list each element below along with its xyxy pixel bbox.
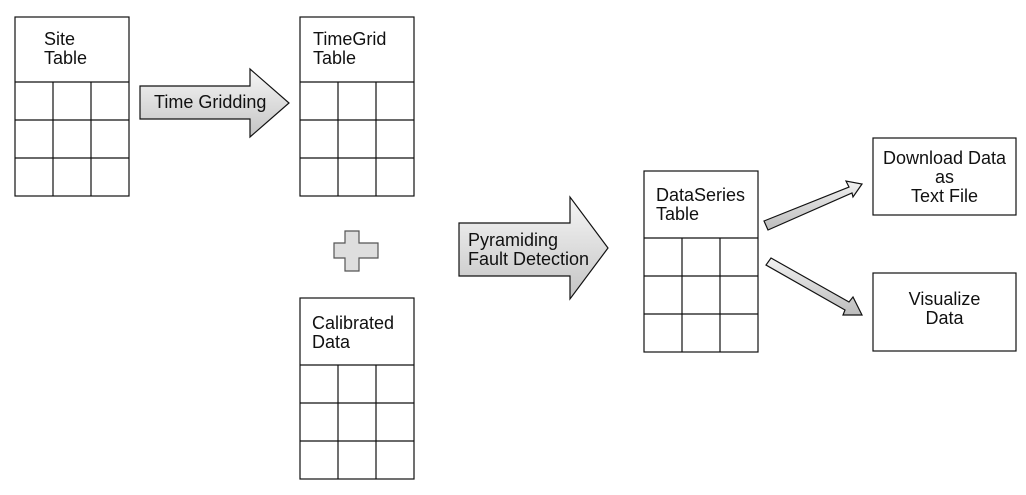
site-table-frame [14,16,130,197]
time-gridding-label: Time Gridding [154,92,267,112]
download-data-line3: Text File [910,186,979,206]
site-table-title-line1: Site [44,29,76,49]
calibrated-table-title-line1: Calibrated [312,313,395,333]
pyramiding-arrow [458,195,609,301]
timegrid-table-title-line2: Table [313,48,357,68]
dataseries-table-title-line1: DataSeries [656,185,746,205]
calibrated-table-frame [299,297,415,480]
pyramiding-label-line2: Fault Detection [468,249,590,269]
timegrid-table-title-line1: TimeGrid [313,29,387,49]
download-data-box [872,137,1017,216]
dataseries-table [643,170,759,353]
calibrated-data-table [299,297,415,480]
visualize-arrow [765,257,863,316]
calibrated-table-title-line2: Data [312,332,351,352]
plus-icon [333,230,379,272]
download-arrow [763,180,864,231]
timegrid-table [299,16,415,197]
visualize-data-line2: Data [925,308,964,328]
visualize-data-box [872,272,1017,352]
pyramiding-label-line1: Pyramiding [468,230,559,250]
download-data-line1: Download Data [882,148,1007,168]
download-data-line2: as [934,167,954,187]
site-table-title-line2: Table [44,48,88,68]
dataseries-table-title-line2: Table [656,204,700,224]
time-gridding-arrow [139,67,290,139]
dataseries-table-frame [643,170,759,353]
site-table [14,16,130,197]
visualize-data-line1: Visualize [908,289,981,309]
timegrid-table-frame [299,16,415,197]
